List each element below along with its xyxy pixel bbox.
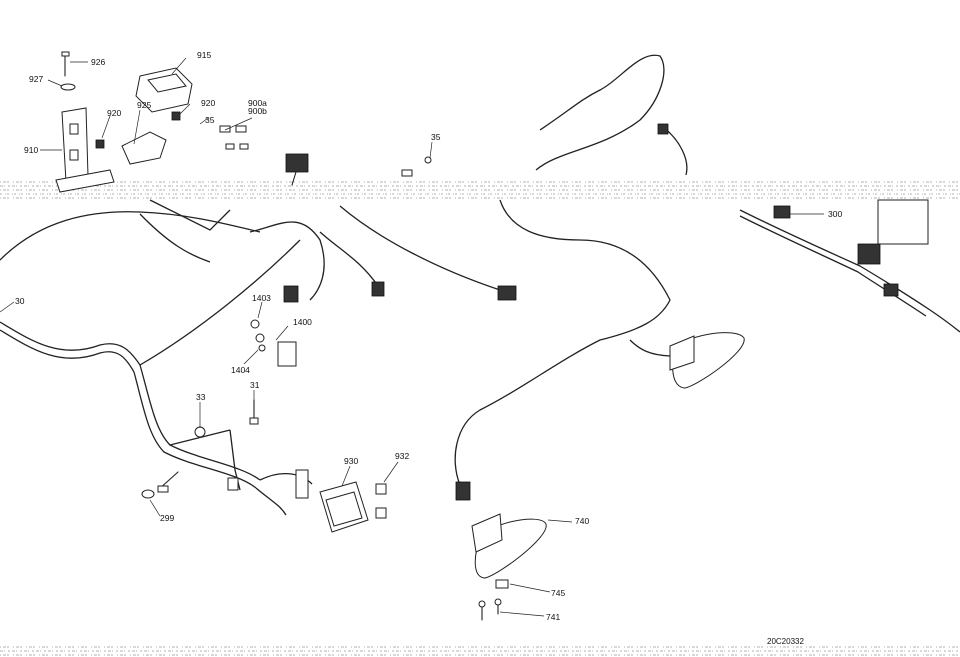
ground-lug-299	[141, 471, 179, 499]
callout-740: 740	[575, 516, 589, 526]
connector-block-top	[285, 153, 309, 186]
callout-926: 926	[91, 57, 105, 67]
bolt-31	[249, 399, 259, 425]
bolt-926	[60, 51, 76, 91]
callout-745: 745	[551, 588, 565, 598]
callout-900a: 900a	[248, 98, 267, 108]
nut-33	[194, 426, 206, 438]
callout-300: 300	[828, 209, 842, 219]
callout-920-a: 920	[201, 98, 215, 108]
callout-932: 932	[395, 451, 409, 461]
callout-35-b: 35	[431, 132, 441, 142]
figure-code: 20C20332	[767, 637, 804, 646]
callout-920-b: 920	[107, 108, 121, 118]
switch-1400	[250, 319, 297, 367]
scan-noise-band-top	[0, 181, 960, 199]
harness-right-long	[454, 199, 671, 501]
callout-1400: 1400	[293, 317, 312, 327]
callout-915: 915	[197, 50, 211, 60]
callout-927: 927	[29, 74, 43, 84]
callout-30: 30	[15, 296, 25, 306]
grommet-932	[375, 483, 387, 519]
relay-900a-900b	[219, 117, 253, 150]
callout-1404: 1404	[231, 365, 250, 375]
callout-35-a: 35	[205, 115, 215, 125]
callout-33: 33	[196, 392, 206, 402]
screw-741	[478, 598, 502, 621]
callout-741: 741	[546, 612, 560, 622]
tail-light-740	[471, 513, 547, 579]
module-930	[319, 481, 369, 533]
leader-lines	[0, 57, 824, 617]
callout-31: 31	[250, 380, 260, 390]
harness-upper-right	[535, 54, 688, 176]
callout-930: 930	[344, 456, 358, 466]
harness-300	[739, 199, 960, 333]
scan-noise-band-bottom	[0, 646, 960, 656]
clip-745	[495, 579, 509, 589]
callout-900b: 900b	[248, 106, 267, 116]
callout-925: 925	[137, 100, 151, 110]
main-harness-30	[0, 239, 313, 516]
callout-910: 910	[24, 145, 38, 155]
harness-upper-left	[0, 199, 385, 303]
callout-1403: 1403	[252, 293, 271, 303]
tail-light-upper	[669, 332, 745, 389]
callout-299: 299	[160, 513, 174, 523]
mount-bracket-910	[55, 107, 115, 193]
cover-925	[121, 131, 167, 165]
fuse-box-915	[95, 67, 193, 149]
harness-center	[339, 156, 517, 301]
